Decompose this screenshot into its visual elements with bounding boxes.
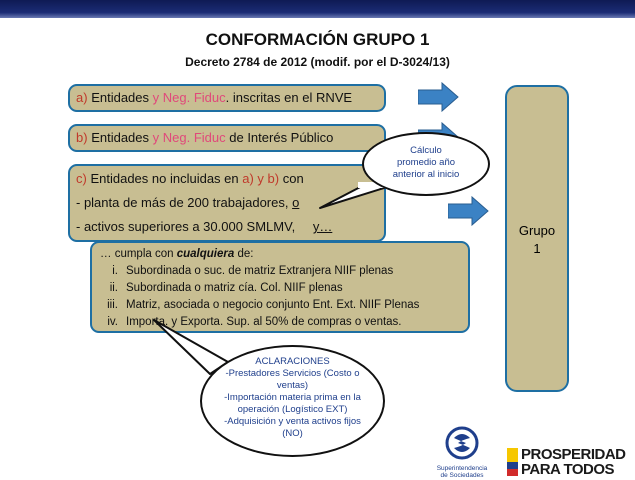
box-c-line2-main: - planta de más de 200 trabajadores, bbox=[76, 195, 289, 210]
callout-calculo-line: anterior al inicio bbox=[392, 169, 460, 180]
callout-calculo-line: promedio año bbox=[396, 157, 456, 168]
arrow-right-icon bbox=[448, 196, 489, 226]
box-b-interes-publico: b) Entidades y Neg. Fiduc de Interés Púb… bbox=[68, 124, 386, 152]
list-item-number: iii. bbox=[107, 299, 118, 311]
box-c-line1-highlight: a) y b) bbox=[242, 171, 280, 186]
list-item-text: Subordinada o suc. de matriz Extranjera … bbox=[126, 265, 394, 277]
criteria-intro-emph: cualquiera bbox=[176, 248, 235, 260]
callout-aclaraciones: ACLARACIONES -Prestadores Servicios (Cos… bbox=[200, 345, 385, 457]
supersociedades-line2: de Sociedades bbox=[440, 472, 484, 479]
list-item-text: Matriz, asociada o negocio conjunto Ent.… bbox=[126, 299, 420, 311]
prosperidad-para-todos-logo: PROSPERIDAD PARA TODOS bbox=[507, 446, 632, 478]
box-c-line-1: c) Entidades no incluidas en a) y b) con bbox=[76, 168, 384, 192]
supersociedades-logo: Superintendencia de Sociedades bbox=[427, 426, 497, 479]
list-item-number: i. bbox=[112, 265, 118, 277]
box-c-line1-mid: Entidades no incluidas en bbox=[90, 171, 239, 186]
box-c-line3-end: y… bbox=[312, 219, 333, 234]
list-item-text: Subordinada o matriz cía. Col. NIIF plen… bbox=[126, 282, 343, 294]
supersociedades-emblem-icon bbox=[445, 426, 479, 460]
top-banner bbox=[0, 0, 635, 18]
prosperidad-line1: PROSPERIDAD bbox=[521, 446, 626, 463]
aclaraciones-heading: ACLARACIONES bbox=[255, 356, 330, 367]
list-item: iv. Importa. y Exporta. Sup. al 50% de co… bbox=[100, 314, 460, 331]
criteria-intro: … cumpla con cualquiera de: bbox=[100, 246, 460, 263]
callout-calculo-tail bbox=[319, 182, 388, 209]
prosperidad-line2: PARA TODOS bbox=[521, 461, 615, 478]
colombia-flag-icon bbox=[507, 448, 518, 476]
box-c-line1-tail: con bbox=[282, 171, 304, 186]
aclaraciones-line: -Adquisición y venta activos fijos bbox=[224, 416, 361, 427]
box-b-prefix: b) bbox=[76, 130, 88, 145]
aclaraciones-line: operación (Logístico EXT) bbox=[237, 404, 348, 415]
list-item: iii. Matriz, asociada o negocio conjunto … bbox=[100, 297, 460, 314]
box-c-line-2: - planta de más de 200 trabajadores, o bbox=[76, 192, 384, 216]
grupo-1-box: Grupo 1 bbox=[505, 85, 569, 392]
box-c-line-3: - activos superiores a 30.000 SMLMV, y… bbox=[76, 216, 384, 240]
list-item: ii. Subordinada o matriz cía. Col. NIIF p… bbox=[100, 280, 460, 297]
criteria-intro-pre: … cumpla con bbox=[100, 248, 174, 260]
grupo-label: Grupo bbox=[518, 223, 556, 238]
box-c-line2-end: o bbox=[292, 195, 300, 210]
supersociedades-line1: Superintendencia bbox=[436, 465, 488, 472]
box-c-prefix: c) bbox=[76, 171, 87, 186]
callout-calculo: Cálculo promedio año anterior al inicio bbox=[362, 132, 490, 196]
list-item-text: Importa. y Exporta. Sup. al 50% de compr… bbox=[126, 316, 402, 328]
box-a-highlight: y Neg. Fiduc bbox=[152, 90, 226, 105]
criteria-intro-post: de: bbox=[237, 248, 254, 260]
list-item-number: iv. bbox=[107, 316, 118, 328]
grupo-number: 1 bbox=[533, 241, 541, 256]
slide-title: CONFORMACIÓN GRUPO 1 bbox=[205, 30, 430, 49]
callout-calculo-line: Cálculo bbox=[410, 145, 442, 156]
list-item: i. Subordinada o suc. de matriz Extranjer… bbox=[100, 263, 460, 280]
aclaraciones-line: -Importación materia prima en la bbox=[224, 392, 361, 403]
box-a-entidades-rnve: a) Entidades y Neg. Fiduc. inscritas en … bbox=[68, 84, 386, 112]
aclaraciones-line: ventas) bbox=[276, 380, 309, 391]
criteria-list-box: … cumpla con cualquiera de: i. Subordinad… bbox=[90, 241, 470, 333]
box-c-line3-main: - activos superiores a 30.000 SMLMV, bbox=[76, 219, 296, 234]
arrow-right-icon bbox=[418, 82, 459, 112]
box-b-mid: Entidades bbox=[91, 130, 150, 145]
box-b-highlight: y Neg. Fiduc bbox=[152, 130, 226, 145]
box-a-prefix: a) bbox=[76, 90, 88, 105]
box-b-tail: de Interés Público bbox=[229, 130, 334, 145]
list-item-number: ii. bbox=[109, 282, 118, 294]
slide-subtitle: Decreto 2784 de 2012 (modif. por el D-30… bbox=[185, 55, 450, 69]
aclaraciones-line: -Prestadores Servicios (Costo o bbox=[225, 368, 360, 379]
aclaraciones-line: (NO) bbox=[282, 428, 303, 439]
box-a-tail: . inscritas en el RNVE bbox=[225, 90, 353, 105]
box-a-mid: Entidades bbox=[91, 90, 150, 105]
